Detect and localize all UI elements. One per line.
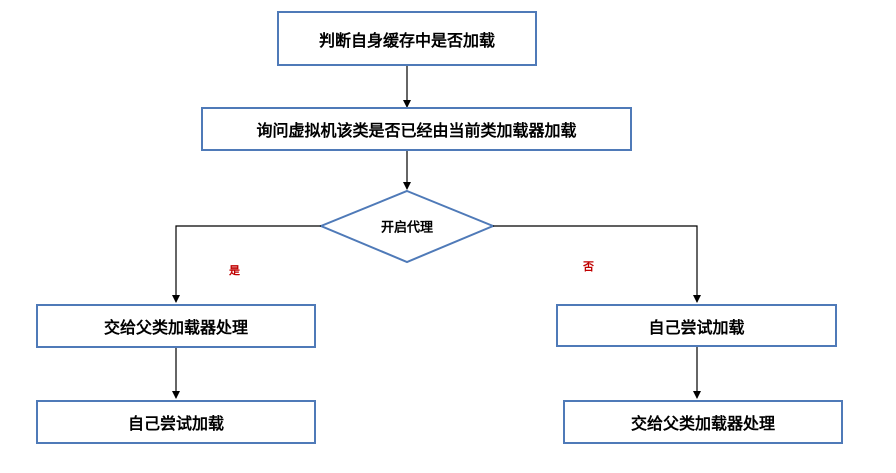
node-ask-vm: 询问虚拟机该类是否已经由当前类加载器加载 [201, 107, 632, 151]
arrow-decision-no [493, 225, 701, 303]
decision-label: 开启代理 [380, 220, 434, 236]
node-no-delegate-parent: 交给父类加载器处理 [563, 400, 843, 444]
branch-label-no: 否 [583, 260, 594, 273]
branch-label-yes: 是 [229, 264, 240, 277]
node-check-cache: 判断自身缓存中是否加载 [277, 11, 537, 66]
node-no-self-load: 自己尝试加载 [556, 304, 837, 347]
arrow-decision-yes [172, 225, 321, 303]
node-yes-self-load: 自己尝试加载 [36, 400, 316, 444]
node-yes-delegate-parent: 交给父类加载器处理 [36, 304, 316, 348]
decision-diamond [318, 189, 496, 264]
